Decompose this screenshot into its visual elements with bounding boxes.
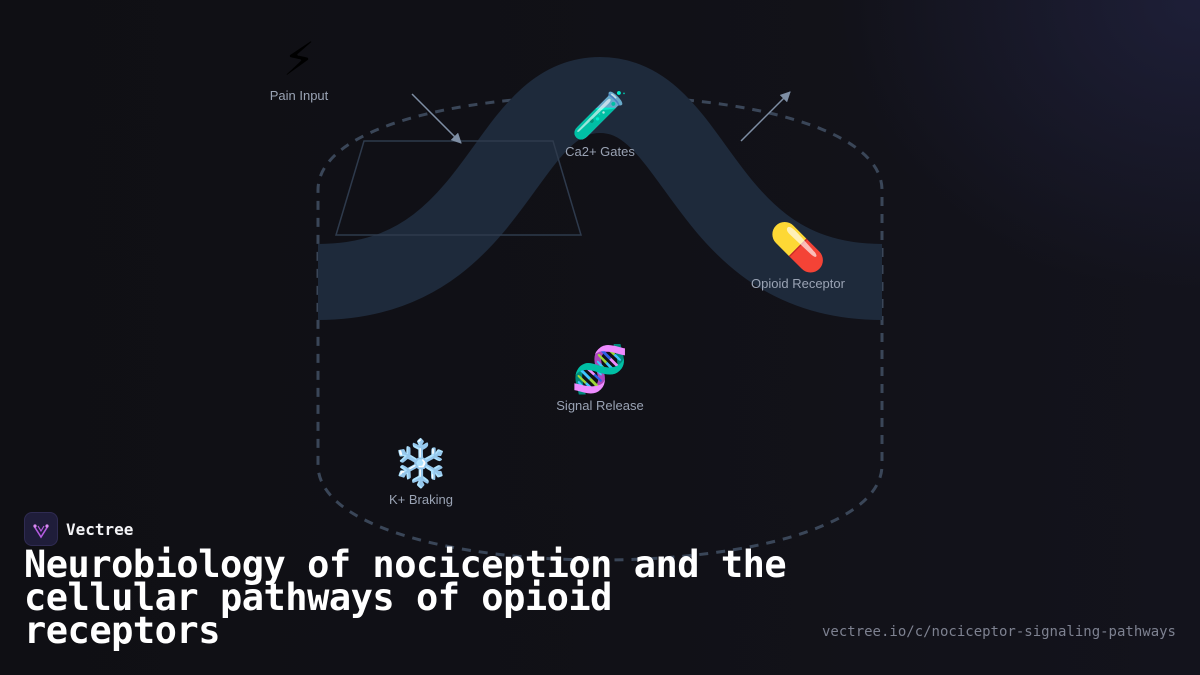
test-tube-icon: 🧪 <box>571 89 629 141</box>
signal-band <box>316 56 884 320</box>
node-ca2-gates: 🧪 Ca2+ Gates <box>520 88 680 159</box>
node-opioid-receptor: 💊 Opioid Receptor <box>718 220 878 291</box>
page-url[interactable]: vectree.io/c/nociceptor-signaling-pathwa… <box>821 624 1176 640</box>
node-signal-release: 🧬 Signal Release <box>520 342 680 413</box>
vectree-logo-icon <box>24 512 58 546</box>
lightning-icon: ⚡ <box>282 33 316 85</box>
node-label: Signal Release <box>556 398 644 413</box>
cell-boundary <box>316 94 884 562</box>
node-label: Opioid Receptor <box>751 276 845 291</box>
node-pain-input: ⚡ Pain Input <box>219 32 379 103</box>
node-label: Pain Input <box>269 88 329 103</box>
arrow-pain-to-gates <box>411 93 462 144</box>
node-k-braking: ❄️ K+ Braking <box>341 436 501 507</box>
snowflake-icon: ❄️ <box>392 437 450 489</box>
dna-icon: 🧬 <box>571 343 629 395</box>
node-label: Ca2+ Gates <box>565 144 635 159</box>
arrow-gates-to-receptor <box>740 91 791 142</box>
node-label: K+ Braking <box>389 492 453 507</box>
page-title: Neurobiology of nociception and the cell… <box>24 543 787 652</box>
pill-icon: 💊 <box>769 221 827 273</box>
brand-name: Vectree <box>66 519 134 539</box>
brand: Vectree <box>24 512 133 546</box>
membrane-outline <box>334 140 583 236</box>
